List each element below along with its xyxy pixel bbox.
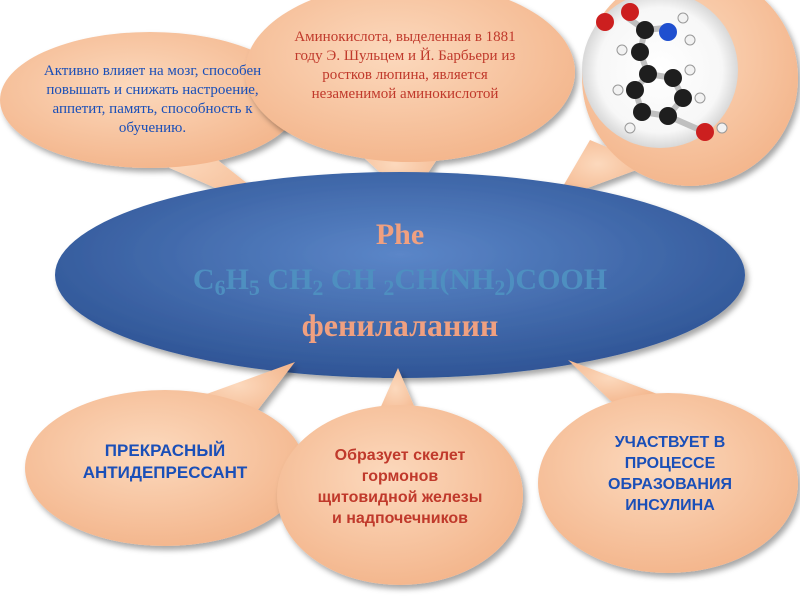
formula-subscript: 5 [248, 275, 260, 300]
callout-top-center-text: Аминокислота, выделенная в 1881 году Э. … [294, 29, 516, 102]
formula-subscript: 2 [494, 275, 506, 300]
callout-bottom-right [538, 360, 798, 573]
callout-bottom-center [277, 368, 523, 585]
formula-part: CH [323, 263, 384, 296]
callout-top-left-text: Активно влияет на мозг, способен повышат… [43, 63, 262, 136]
formula-part: C [192, 263, 215, 296]
formula-part: CH(NH [394, 263, 495, 296]
formula-part: CH [259, 263, 313, 296]
callout-top-center [245, 0, 575, 200]
callout-bottom-left [25, 362, 305, 546]
chemical-formula: C6H5 CH2 CH 2CH(NH2)COOH [100, 262, 700, 306]
callout-bottom-center-text: Образует скелет гормонов щитовидной желе… [317, 447, 483, 527]
formula-subscript: 2 [383, 275, 395, 300]
formula-subscript: 2 [312, 275, 324, 300]
callout-bottom-left-text: ПРЕКРАСНЫЙ АНТИДЕПРЕССАНТ [82, 441, 248, 482]
phenylalanine-molecule-model [582, 0, 738, 148]
center-name: фенилаланин [301, 307, 499, 343]
formula-part: H [225, 263, 249, 296]
formula-subscript: 6 [214, 275, 226, 300]
callout-bottom-right-text: УЧАСТВУЕТ В ПРОЦЕССЕ ОБРАЗОВАНИЯ ИНСУЛИН… [608, 434, 732, 514]
center-title: Phe [375, 218, 425, 251]
central-ellipse [55, 172, 745, 378]
formula-part: )COOH [505, 263, 608, 296]
